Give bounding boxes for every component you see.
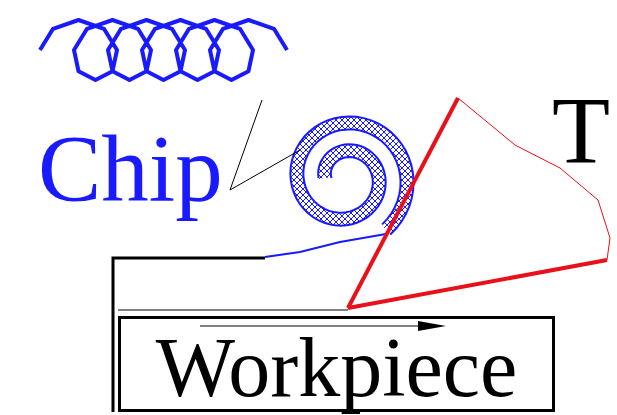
spiral-hatch — [297, 123, 407, 230]
feed-arrow — [200, 326, 420, 327]
flank-face — [348, 260, 607, 308]
cut-surface — [118, 310, 348, 311]
chip-root — [265, 234, 386, 257]
chip-coils — [40, 20, 287, 80]
tool-label: T — [552, 84, 610, 179]
coil-path — [40, 20, 287, 80]
chip-label: Chip — [38, 122, 223, 217]
workpiece-box: Workpiece — [118, 316, 555, 412]
rake-face — [348, 98, 458, 308]
leader-line — [230, 100, 300, 190]
node-label: Workpiece — [156, 329, 518, 406]
